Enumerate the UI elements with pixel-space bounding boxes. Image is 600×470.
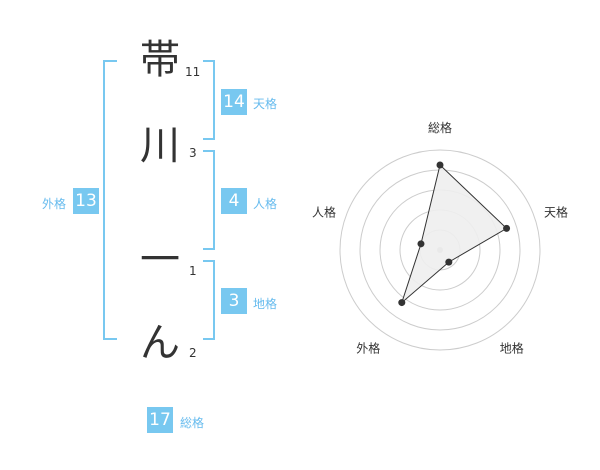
gaikaku-label: 外格 xyxy=(42,197,67,211)
radar-points xyxy=(398,161,511,307)
name-char-4: ん xyxy=(140,320,180,366)
name-char-2: 川 xyxy=(140,123,180,169)
soukaku-label: 総格 xyxy=(180,416,205,430)
jinkaku-label: 人格 xyxy=(253,197,278,211)
chikaku-value: 3 xyxy=(221,288,247,314)
stroke-count-1: 11 xyxy=(185,65,201,79)
radar-point xyxy=(417,240,425,248)
jinkaku-value: 4 xyxy=(221,188,247,214)
radar-axis-label: 人格 xyxy=(312,204,336,219)
tenkaku-bracket xyxy=(203,60,215,140)
radar-axis-label: 地格 xyxy=(500,341,524,356)
radar-ring-5 xyxy=(339,149,541,351)
radar-axis-label: 外格 xyxy=(356,341,380,356)
name-char-3: 一 xyxy=(140,237,180,283)
radar-point xyxy=(445,258,453,266)
jinkaku-bracket xyxy=(203,150,215,250)
stroke-count-3: 1 xyxy=(189,264,197,278)
radar-point xyxy=(503,224,511,232)
name-char-1: 帯 xyxy=(140,37,180,83)
tenkaku-label: 天格 xyxy=(253,97,278,111)
stroke-count-2: 3 xyxy=(189,146,197,160)
radar-point xyxy=(398,299,406,307)
radar-axis-label: 天格 xyxy=(544,204,568,219)
gaikaku-bracket xyxy=(103,60,117,340)
chikaku-bracket xyxy=(203,260,215,340)
stroke-count-4: 2 xyxy=(189,346,197,360)
chikaku-label: 地格 xyxy=(253,297,278,311)
radar-area xyxy=(400,164,508,305)
tenkaku-value: 14 xyxy=(221,89,247,115)
soukaku-value: 17 xyxy=(147,407,173,433)
radar-axis-label: 総格 xyxy=(428,120,452,135)
gaikaku-value: 13 xyxy=(73,188,99,214)
radar-point xyxy=(436,161,444,169)
